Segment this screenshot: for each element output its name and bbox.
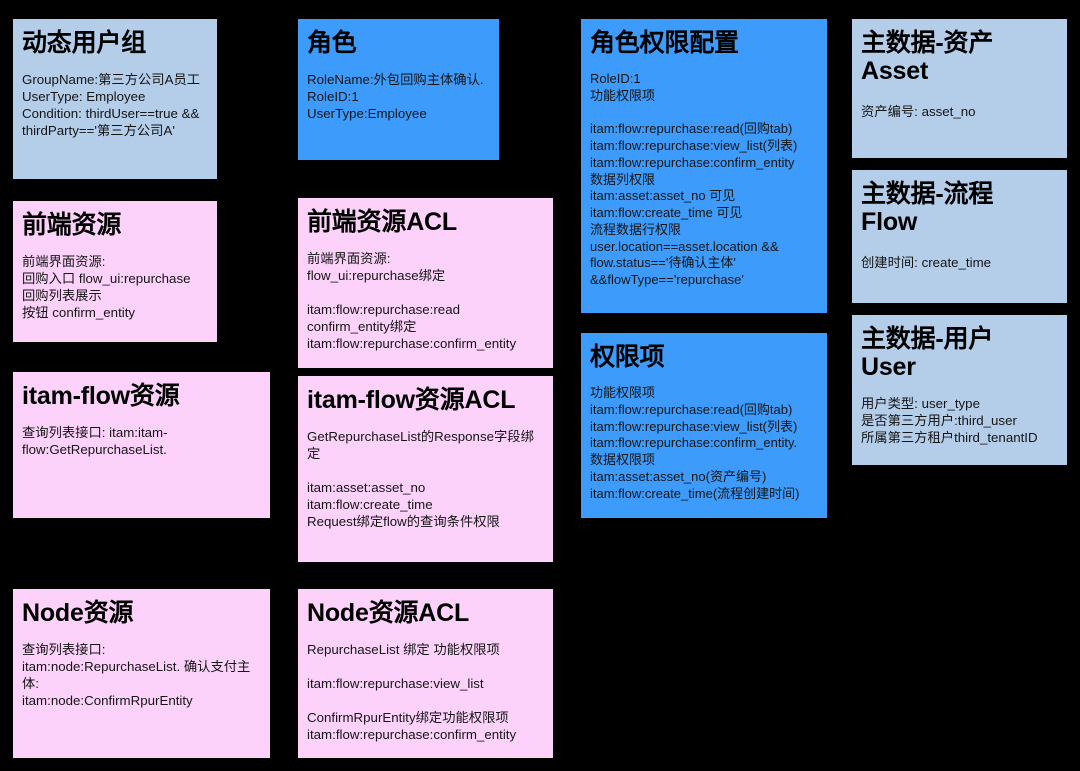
card-title: 主数据-用户 User (861, 325, 994, 381)
card-title: 动态用户组 (22, 29, 147, 57)
card-body: 创建时间: create_time (861, 255, 992, 270)
card-node-resource-acl[interactable]: Node资源ACL RepurchaseList 绑定 功能权限项 itam:f… (298, 589, 553, 758)
card-itamflow-resource-acl[interactable]: itam-flow资源ACL GetRepurchaseList的Respons… (298, 376, 553, 562)
card-frontend-resource-acl[interactable]: 前端资源ACL 前端界面资源: flow_ui:repurchase绑定 ita… (298, 198, 553, 368)
card-title: 主数据-流程 Flow (861, 180, 994, 236)
card-title: 前端资源ACL (307, 208, 457, 236)
card-title: itam-flow资源 (22, 382, 180, 410)
card-master-data-user[interactable]: 主数据-用户 User 用户类型: user_type 是否第三方用户:thir… (852, 315, 1067, 465)
card-title: 主数据-资产 Asset (861, 29, 994, 85)
card-body: GroupName:第三方公司A员工 UserType: Employee Co… (22, 72, 201, 139)
card-role[interactable]: 角色 RoleName:外包回购主体确认. RoleID:1 UserType:… (298, 19, 499, 160)
card-role-permission-config[interactable]: 角色权限配置 RoleID:1 功能权限项 itam:flow:repurcha… (581, 19, 827, 313)
card-body: 资产编号: asset_no (861, 104, 976, 119)
card-dynamic-user-group[interactable]: 动态用户组 GroupName:第三方公司A员工 UserType: Emplo… (13, 19, 217, 179)
card-title: 权限项 (590, 343, 665, 371)
card-itamflow-resource[interactable]: itam-flow资源 查询列表接口: itam:itam- flow:GetR… (13, 372, 270, 518)
card-node-resource[interactable]: Node资源 查询列表接口: itam:node:RepurchaseList.… (13, 589, 270, 758)
card-master-data-flow[interactable]: 主数据-流程 Flow 创建时间: create_time (852, 170, 1067, 303)
card-title: 前端资源 (22, 211, 122, 239)
card-frontend-resource[interactable]: 前端资源 前端界面资源: 回购入口 flow_ui:repurchase 回购列… (13, 201, 217, 342)
card-body: RoleName:外包回购主体确认. RoleID:1 UserType:Emp… (307, 72, 484, 122)
card-body: 查询列表接口: itam:node:RepurchaseList. 确认支付主 … (22, 642, 251, 709)
card-body: GetRepurchaseList的Response字段绑 定 itam:ass… (307, 429, 534, 530)
card-title: itam-flow资源ACL (307, 386, 516, 414)
card-body: 前端界面资源: 回购入口 flow_ui:repurchase 回购列表展示 按… (22, 254, 191, 321)
card-body: 功能权限项 itam:flow:repurchase:read(回购tab) i… (590, 385, 800, 501)
card-body: RepurchaseList 绑定 功能权限项 itam:flow:repurc… (307, 642, 517, 743)
card-permission-items[interactable]: 权限项 功能权限项 itam:flow:repurchase:read(回购ta… (581, 333, 827, 518)
card-body: RoleID:1 功能权限项 itam:flow:repurchase:read… (590, 71, 798, 288)
card-title: 角色 (307, 29, 357, 57)
card-title: 角色权限配置 (590, 29, 739, 57)
card-body: 查询列表接口: itam:itam- flow:GetRepurchaseLis… (22, 425, 168, 458)
card-title: Node资源 (22, 599, 134, 627)
card-master-data-asset[interactable]: 主数据-资产 Asset 资产编号: asset_no (852, 19, 1067, 158)
card-body: 用户类型: user_type 是否第三方用户:third_user 所属第三方… (861, 396, 1038, 446)
card-body: 前端界面资源: flow_ui:repurchase绑定 itam:flow:r… (307, 251, 517, 352)
card-title: Node资源ACL (307, 599, 470, 627)
